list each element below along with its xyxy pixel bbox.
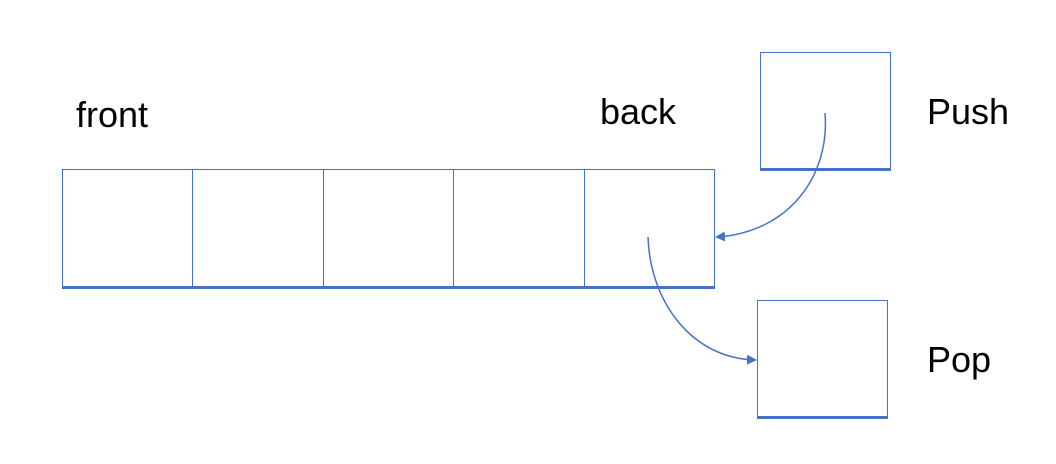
queue-cell — [323, 169, 455, 289]
back-label: back — [600, 91, 677, 132]
queue-array — [62, 169, 716, 289]
pop-element-box — [757, 300, 888, 419]
front-label: front — [76, 94, 149, 135]
queue-cell — [62, 169, 194, 289]
pop-label: Pop — [927, 339, 992, 380]
queue-cell — [193, 169, 324, 289]
queue-cell — [584, 169, 716, 289]
push-label: Push — [927, 91, 1010, 132]
push-element-box — [760, 52, 891, 171]
queue-cell — [454, 169, 585, 289]
